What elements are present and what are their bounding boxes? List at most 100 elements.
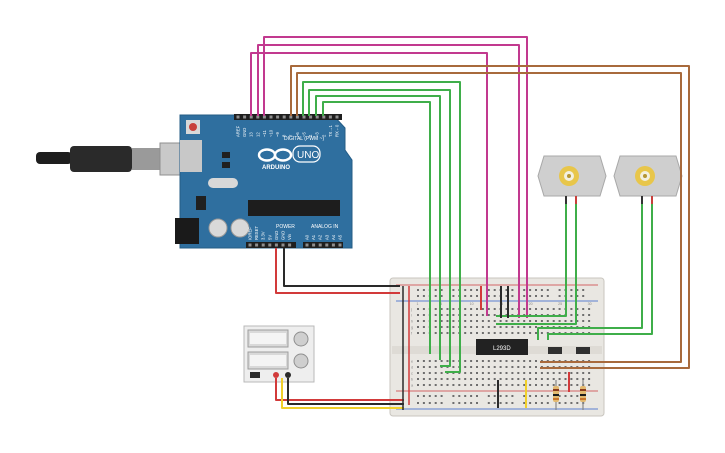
rail-hole[interactable] [417, 395, 419, 397]
rail-hole[interactable] [529, 289, 532, 291]
rail-hole[interactable] [570, 402, 573, 404]
dc-motor-1[interactable] [537, 155, 607, 204]
terminal-hole[interactable] [540, 320, 543, 322]
terminal-hole[interactable] [588, 384, 591, 386]
terminal-hole[interactable] [523, 366, 526, 368]
terminal-hole[interactable] [588, 314, 591, 316]
terminal-hole[interactable] [529, 378, 532, 380]
rail-hole[interactable] [458, 402, 461, 404]
terminal-hole[interactable] [422, 332, 425, 334]
rail-hole[interactable] [434, 395, 437, 397]
rail-hole[interactable] [440, 295, 443, 297]
rail-hole[interactable] [570, 289, 573, 291]
terminal-hole[interactable] [546, 320, 549, 322]
rail-hole[interactable] [546, 289, 549, 291]
terminal-hole[interactable] [529, 326, 532, 328]
terminal-hole[interactable] [440, 378, 443, 380]
terminal-hole[interactable] [535, 366, 537, 368]
digital-pin[interactable] [262, 115, 266, 119]
rail-hole[interactable] [535, 395, 537, 397]
terminal-hole[interactable] [417, 372, 419, 374]
terminal-hole[interactable] [582, 372, 585, 374]
terminal-hole[interactable] [446, 384, 449, 386]
terminal-hole[interactable] [517, 366, 520, 368]
terminal-hole[interactable] [576, 372, 579, 374]
terminal-hole[interactable] [458, 384, 461, 386]
terminal-hole[interactable] [476, 332, 478, 334]
terminal-hole[interactable] [428, 372, 431, 374]
terminal-hole[interactable] [529, 384, 532, 386]
terminal-hole[interactable] [535, 326, 537, 328]
terminal-hole[interactable] [564, 372, 567, 374]
power-pin[interactable] [268, 243, 272, 247]
terminal-hole[interactable] [422, 366, 425, 368]
terminal-hole[interactable] [505, 320, 508, 322]
rail-hole[interactable] [493, 395, 496, 397]
terminal-hole[interactable] [446, 332, 449, 334]
terminal-hole[interactable] [517, 378, 520, 380]
rail-hole[interactable] [523, 395, 526, 397]
terminal-hole[interactable] [582, 378, 585, 380]
terminal-hole[interactable] [511, 332, 514, 334]
terminal-hole[interactable] [417, 314, 419, 316]
analog-pin[interactable] [318, 243, 322, 247]
terminal-hole[interactable] [523, 384, 526, 386]
terminal-hole[interactable] [558, 372, 561, 374]
rail-hole[interactable] [464, 395, 467, 397]
terminal-hole[interactable] [464, 378, 467, 380]
terminal-hole[interactable] [535, 360, 537, 362]
digital-pin[interactable] [335, 115, 339, 119]
rail-hole[interactable] [493, 289, 496, 291]
rail-hole[interactable] [558, 402, 561, 404]
terminal-hole[interactable] [517, 332, 520, 334]
rail-hole[interactable] [464, 402, 467, 404]
digital-pin[interactable] [322, 115, 326, 119]
rail-hole[interactable] [434, 295, 437, 297]
digital-pin[interactable] [328, 115, 332, 119]
terminal-hole[interactable] [552, 384, 555, 386]
terminal-hole[interactable] [552, 378, 555, 380]
terminal-hole[interactable] [481, 366, 484, 368]
terminal-hole[interactable] [481, 378, 484, 380]
terminal-hole[interactable] [487, 332, 490, 334]
rail-hole[interactable] [428, 402, 431, 404]
terminal-hole[interactable] [564, 378, 567, 380]
rail-hole[interactable] [558, 289, 561, 291]
terminal-hole[interactable] [552, 372, 555, 374]
terminal-hole[interactable] [434, 360, 437, 362]
terminal-hole[interactable] [464, 366, 467, 368]
terminal-hole[interactable] [487, 378, 490, 380]
digital-pin[interactable] [315, 115, 319, 119]
rail-hole[interactable] [464, 289, 467, 291]
terminal-hole[interactable] [487, 384, 490, 386]
rail-hole[interactable] [499, 395, 502, 397]
analog-pin[interactable] [305, 243, 309, 247]
terminal-hole[interactable] [487, 372, 490, 374]
terminal-hole[interactable] [481, 360, 484, 362]
digital-pin[interactable] [282, 115, 286, 119]
terminal-hole[interactable] [464, 320, 467, 322]
terminal-hole[interactable] [499, 332, 502, 334]
terminal-hole[interactable] [434, 320, 437, 322]
terminal-hole[interactable] [511, 372, 514, 374]
terminal-hole[interactable] [558, 320, 561, 322]
terminal-hole[interactable] [499, 366, 502, 368]
digital-pin[interactable] [249, 115, 253, 119]
terminal-hole[interactable] [493, 366, 496, 368]
rail-hole[interactable] [535, 402, 537, 404]
terminal-hole[interactable] [523, 320, 526, 322]
power-pin[interactable] [255, 243, 259, 247]
terminal-hole[interactable] [476, 360, 478, 362]
terminal-hole[interactable] [546, 332, 549, 334]
terminal-hole[interactable] [558, 378, 561, 380]
terminal-hole[interactable] [470, 360, 473, 362]
terminal-hole[interactable] [582, 308, 585, 310]
terminal-hole[interactable] [511, 360, 514, 362]
terminal-hole[interactable] [535, 320, 537, 322]
terminal-hole[interactable] [523, 372, 526, 374]
rail-hole[interactable] [535, 289, 537, 291]
terminal-hole[interactable] [546, 308, 549, 310]
terminal-hole[interactable] [470, 320, 473, 322]
digital-pin[interactable] [269, 115, 273, 119]
rail-hole[interactable] [558, 295, 561, 297]
